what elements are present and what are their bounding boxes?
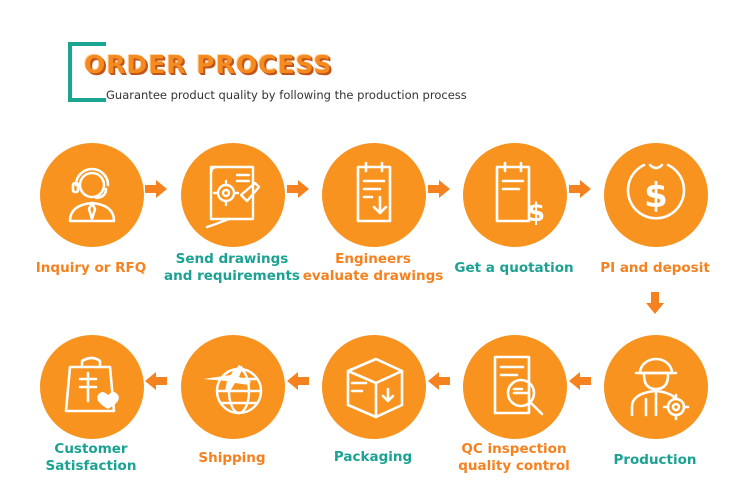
step-circle bbox=[604, 335, 708, 439]
arrow-right-icon bbox=[569, 180, 591, 198]
page-subtitle: Guarantee product quality by following t… bbox=[106, 88, 467, 102]
clipboard-download-icon bbox=[356, 161, 392, 223]
step-circle bbox=[40, 143, 144, 247]
svg-text:$: $ bbox=[644, 176, 668, 216]
worker-gear-icon bbox=[630, 357, 690, 421]
step-qc-inspection: QC inspection quality control bbox=[449, 335, 579, 495]
step-production: Production bbox=[590, 335, 720, 495]
step-get-quotation: $ Get a quotation bbox=[449, 143, 579, 303]
step-label: Shipping bbox=[198, 450, 266, 466]
step-circle bbox=[322, 335, 426, 439]
arrow-left-icon bbox=[145, 372, 167, 390]
arrow-left-icon bbox=[569, 372, 591, 390]
arrow-left-icon bbox=[287, 372, 309, 390]
step-label: Production bbox=[613, 452, 697, 468]
bag-heart-icon bbox=[64, 356, 119, 413]
arrow-right-icon bbox=[428, 180, 450, 198]
clipboard-dollar-icon: $ bbox=[495, 161, 545, 228]
step-label: Send drawings and requirements bbox=[164, 251, 300, 284]
arrow-right-icon bbox=[145, 180, 167, 198]
step-label: Get a quotation bbox=[454, 260, 574, 276]
step-label: Inquiry or RFQ bbox=[35, 260, 147, 276]
step-circle: $ bbox=[463, 143, 567, 247]
step-circle bbox=[181, 143, 285, 247]
airplane-globe-icon bbox=[203, 365, 263, 415]
step-inquiry: Inquiry or RFQ bbox=[26, 143, 156, 303]
svg-text:$: $ bbox=[527, 198, 545, 228]
dollar-circle-icon: $ bbox=[626, 163, 686, 220]
step-engineers-evaluate: Engineers evaluate drawings bbox=[303, 143, 443, 303]
step-circle bbox=[463, 335, 567, 439]
step-label: PI and deposit bbox=[600, 260, 710, 276]
step-pi-deposit: $ PI and deposit bbox=[590, 143, 720, 303]
step-packaging: Packaging bbox=[308, 335, 438, 495]
header-bracket bbox=[68, 42, 106, 102]
arrow-right-icon bbox=[287, 180, 309, 198]
step-circle: $ bbox=[604, 143, 708, 247]
step-circle bbox=[322, 143, 426, 247]
document-magnifier-icon bbox=[493, 355, 544, 416]
arrow-left-icon bbox=[428, 372, 450, 390]
step-shipping: Shipping bbox=[167, 335, 297, 495]
step-customer-satisfaction: Customer Satisfaction bbox=[26, 335, 156, 495]
page-title: ORDER PROCESS bbox=[84, 50, 333, 79]
step-circle bbox=[40, 335, 144, 439]
package-box-icon bbox=[346, 357, 404, 419]
step-send-drawings: Send drawings and requirements bbox=[164, 143, 300, 303]
step-label: Engineers evaluate drawings bbox=[302, 251, 444, 284]
headset-agent-icon bbox=[68, 167, 116, 223]
arrow-down-icon bbox=[646, 292, 664, 314]
step-label: QC inspection quality control bbox=[458, 441, 570, 474]
drawings-gear-icon bbox=[205, 165, 261, 229]
step-circle bbox=[181, 335, 285, 439]
step-label: Packaging bbox=[333, 449, 413, 465]
step-label: Customer Satisfaction bbox=[45, 441, 137, 474]
